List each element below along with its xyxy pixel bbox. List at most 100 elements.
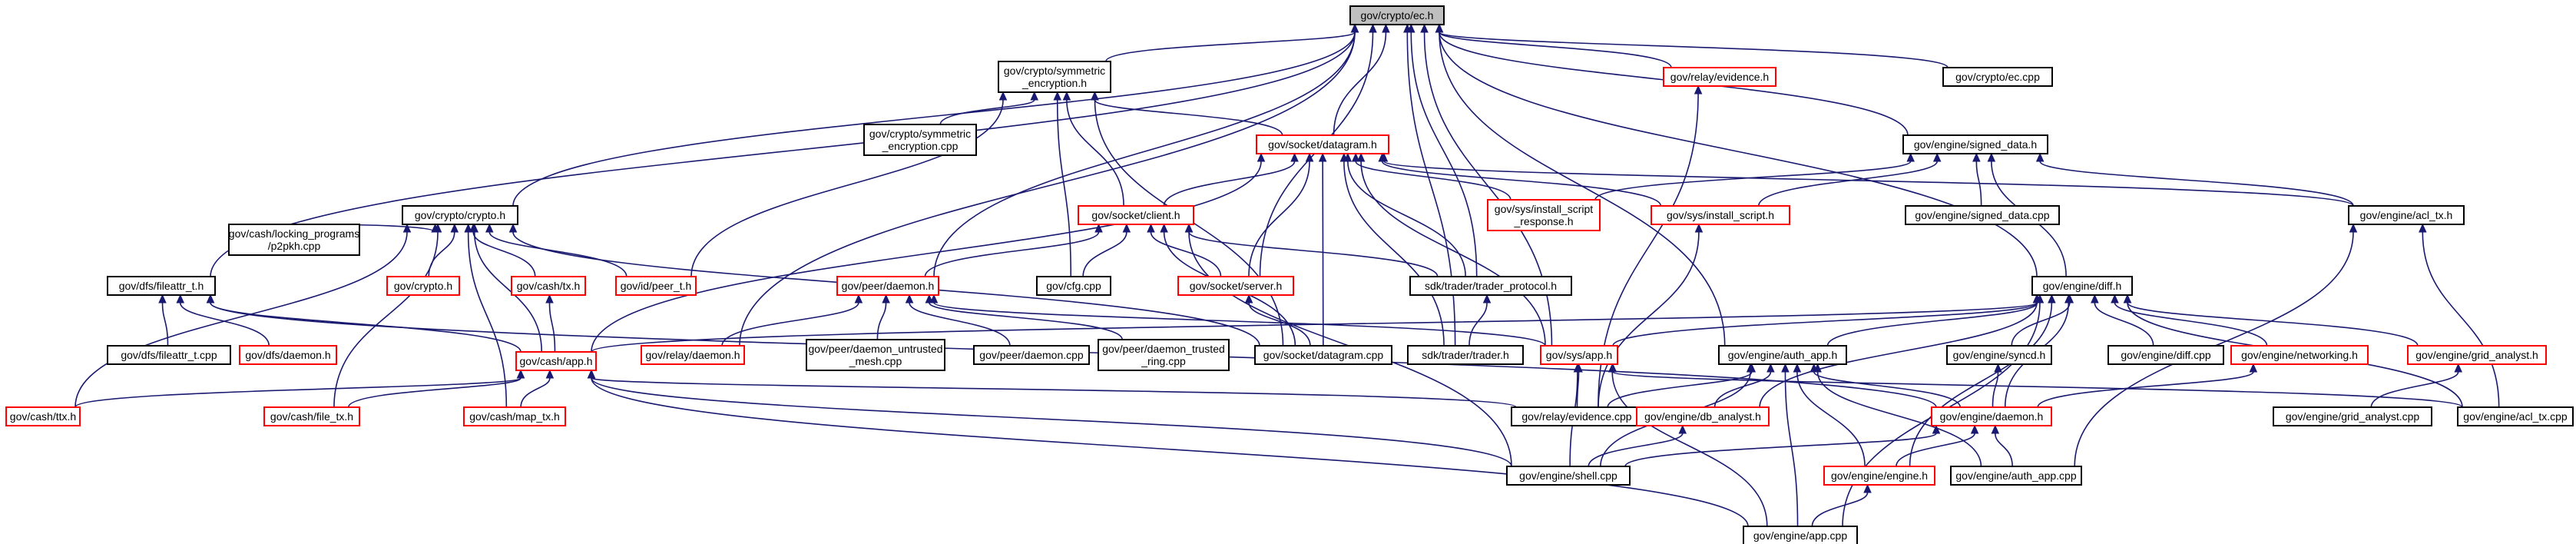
- node-box[interactable]: [1663, 67, 1776, 87]
- file-node-syncd-h[interactable]: gov/engine/syncd.h: [1946, 345, 2052, 365]
- node-box[interactable]: [1950, 466, 2082, 486]
- file-node-tx-h[interactable]: gov/cash/tx.h: [511, 276, 586, 296]
- node-box[interactable]: [2273, 406, 2432, 426]
- file-node-trader-h[interactable]: sdk/trader/trader.h: [1407, 345, 1524, 365]
- node-box[interactable]: [107, 276, 216, 296]
- file-node-auth-app-h[interactable]: gov/engine/auth_app.h: [1718, 345, 1847, 365]
- file-node-cash-app-h[interactable]: gov/cash/app.h: [515, 351, 597, 371]
- file-node-sys-app-h[interactable]: gov/sys/app.h: [1540, 345, 1618, 365]
- node-box[interactable]: [1256, 134, 1389, 154]
- file-node-engine-daemon-h[interactable]: gov/engine/daemon.h: [1931, 406, 2052, 426]
- file-node-fileattr-h[interactable]: gov/dfs/fileattr_t.h: [107, 276, 216, 296]
- file-node-client-h[interactable]: gov/socket/client.h: [1078, 205, 1194, 225]
- file-node-evidence-h[interactable]: gov/relay/evidence.h: [1663, 67, 1776, 87]
- file-node-crypto-h[interactable]: gov/crypto/crypto.h: [402, 205, 518, 225]
- node-box[interactable]: [386, 276, 460, 296]
- file-node-map-tx-h[interactable]: gov/cash/map_tx.h: [463, 406, 566, 426]
- file-node-peer-daemon-cpp[interactable]: gov/peer/daemon.cpp: [973, 345, 1090, 365]
- file-node-sym-h[interactable]: gov/crypto/symmetric_encryption.h: [998, 61, 1111, 93]
- node-box[interactable]: [2107, 345, 2224, 365]
- node-box[interactable]: [239, 345, 337, 365]
- file-node-peer-daemon-h[interactable]: gov/peer/daemon.h: [836, 276, 939, 296]
- node-box[interactable]: [263, 406, 360, 426]
- file-node-install-script-response-h[interactable]: gov/sys/install_script_response.h: [1487, 199, 1601, 231]
- node-box[interactable]: [1540, 345, 1618, 365]
- node-box[interactable]: [1823, 466, 1935, 486]
- file-node-server-h[interactable]: gov/socket/server.h: [1177, 276, 1294, 296]
- file-node-auth-app-cpp[interactable]: gov/engine/auth_app.cpp: [1950, 466, 2082, 486]
- file-node-cfg-cpp[interactable]: gov/cfg.cpp: [1036, 276, 1111, 296]
- file-node-datagram-h[interactable]: gov/socket/datagram.h: [1256, 134, 1389, 154]
- file-node-peer-t-h[interactable]: gov/id/peer_t.h: [615, 276, 697, 296]
- node-box[interactable]: [1098, 339, 1230, 371]
- node-box[interactable]: [1743, 526, 1858, 544]
- node-box[interactable]: [1636, 406, 1770, 426]
- file-node-diff-cpp[interactable]: gov/engine/diff.cpp: [2107, 345, 2224, 365]
- node-box[interactable]: [1036, 276, 1111, 296]
- node-box[interactable]: [511, 276, 586, 296]
- node-box[interactable]: [615, 276, 697, 296]
- node-box[interactable]: [1407, 345, 1524, 365]
- file-node-networking-h[interactable]: gov/engine/networking.h: [2230, 345, 2369, 365]
- file-node-crypto-h2[interactable]: gov/crypto.h: [386, 276, 460, 296]
- node-box[interactable]: [1651, 205, 1790, 225]
- node-box[interactable]: [836, 276, 939, 296]
- file-node-ec-cpp[interactable]: gov/crypto/ec.cpp: [1942, 67, 2053, 87]
- node-box[interactable]: [463, 406, 566, 426]
- file-node-shell-cpp[interactable]: gov/engine/shell.cpp: [1506, 466, 1631, 486]
- file-node-relay-daemon-h[interactable]: gov/relay/daemon.h: [641, 345, 745, 365]
- file-node-grid-analyst-h[interactable]: gov/engine/grid_analyst.h: [2407, 345, 2547, 365]
- node-box[interactable]: [973, 345, 1090, 365]
- node-box[interactable]: [1905, 205, 2060, 225]
- file-node-acl-tx-cpp[interactable]: gov/engine/acl_tx.cpp: [2457, 406, 2574, 426]
- file-node-file-tx-h[interactable]: gov/cash/file_tx.h: [263, 406, 360, 426]
- node-box[interactable]: [228, 224, 360, 256]
- node-box[interactable]: [1078, 205, 1194, 225]
- file-node-dfs-daemon-h[interactable]: gov/dfs/daemon.h: [239, 345, 337, 365]
- node-box[interactable]: [806, 339, 945, 371]
- file-node-signed-data-h[interactable]: gov/engine/signed_data.h: [1902, 134, 2048, 154]
- node-box[interactable]: [1349, 5, 1445, 25]
- file-node-signed-data-cpp[interactable]: gov/engine/signed_data.cpp: [1905, 205, 2060, 225]
- file-node-app-cpp[interactable]: gov/engine/app.cpp: [1743, 526, 1858, 544]
- file-node-ec-h[interactable]: gov/crypto/ec.h: [1349, 5, 1445, 25]
- file-node-datagram-cpp[interactable]: gov/socket/datagram.cpp: [1254, 345, 1392, 365]
- node-box[interactable]: [2230, 345, 2369, 365]
- node-box[interactable]: [5, 406, 81, 426]
- node-box[interactable]: [1487, 199, 1601, 231]
- file-node-untrusted-cpp[interactable]: gov/peer/daemon_untrusted_mesh.cpp: [806, 339, 945, 371]
- node-box[interactable]: [107, 345, 231, 365]
- file-node-locking-cpp[interactable]: gov/cash/locking_programs/p2pkh.cpp: [228, 224, 360, 256]
- file-node-db-analyst-h[interactable]: gov/engine/db_analyst.h: [1636, 406, 1770, 426]
- node-box[interactable]: [1931, 406, 2052, 426]
- node-box[interactable]: [1177, 276, 1294, 296]
- node-box[interactable]: [998, 61, 1111, 93]
- file-node-sym-cpp[interactable]: gov/crypto/symmetric_encryption.cpp: [863, 124, 977, 156]
- node-box[interactable]: [2031, 276, 2133, 296]
- file-node-diff-h[interactable]: gov/engine/diff.h: [2031, 276, 2133, 296]
- file-node-grid-analyst-cpp[interactable]: gov/engine/grid_analyst.cpp: [2273, 406, 2432, 426]
- file-node-evidence-cpp[interactable]: gov/relay/evidence.cpp: [1511, 406, 1643, 426]
- file-node-acl-tx-h[interactable]: gov/engine/acl_tx.h: [2348, 205, 2465, 225]
- node-box[interactable]: [1511, 406, 1643, 426]
- node-box[interactable]: [402, 205, 518, 225]
- file-node-engine-h[interactable]: gov/engine/engine.h: [1823, 466, 1935, 486]
- node-box[interactable]: [2348, 205, 2465, 225]
- node-box[interactable]: [2457, 406, 2574, 426]
- file-node-trader-protocol-h[interactable]: sdk/trader/trader_protocol.h: [1409, 276, 1572, 296]
- node-box[interactable]: [1946, 345, 2052, 365]
- file-node-install-script-h[interactable]: gov/sys/install_script.h: [1651, 205, 1790, 225]
- node-box[interactable]: [1506, 466, 1631, 486]
- node-box[interactable]: [641, 345, 745, 365]
- node-box[interactable]: [515, 351, 597, 371]
- node-box[interactable]: [2407, 345, 2547, 365]
- node-box[interactable]: [1254, 345, 1392, 365]
- node-box[interactable]: [1409, 276, 1572, 296]
- node-box[interactable]: [863, 124, 977, 156]
- file-node-fileattr-cpp[interactable]: gov/dfs/fileattr_t.cpp: [107, 345, 231, 365]
- node-box[interactable]: [1718, 345, 1847, 365]
- file-node-ttx-h[interactable]: gov/cash/ttx.h: [5, 406, 81, 426]
- file-node-trusted-cpp[interactable]: gov/peer/daemon_trusted_ring.cpp: [1098, 339, 1230, 371]
- node-box[interactable]: [1942, 67, 2053, 87]
- node-box[interactable]: [1902, 134, 2048, 154]
